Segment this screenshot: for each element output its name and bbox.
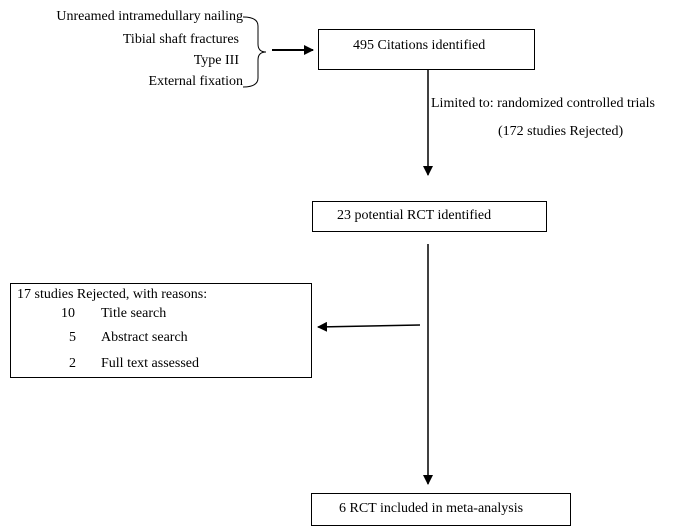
limit-rejected-label: (172 studies Rejected)	[498, 124, 624, 139]
search-term-1: Unreamed intramedullary nailing	[56, 9, 243, 24]
potential-rct-label: 23 potential RCT identified	[337, 208, 492, 223]
rejected-studies-box: 17 studies Rejected, with reasons: 10 Ti…	[10, 283, 312, 378]
reason-count: 10	[61, 306, 75, 321]
search-term-2: Tibial shaft fractures	[122, 32, 239, 47]
citations-identified-label: 495 Citations identified	[353, 38, 486, 53]
reason-label: Full text assessed	[101, 356, 199, 371]
citations-identified-box: 495 Citations identified	[318, 29, 535, 70]
included-rct-box: 6 RCT included in meta-analysis	[311, 493, 571, 526]
search-term-3: Type III	[193, 53, 239, 68]
arrow-to-rejected	[317, 321, 421, 332]
reason-count: 5	[69, 330, 76, 345]
reason-label: Title search	[101, 306, 167, 321]
included-rct-label: 6 RCT included in meta-analysis	[339, 501, 524, 516]
search-terms-brace	[242, 16, 267, 88]
potential-rct-box: 23 potential RCT identified	[312, 201, 547, 232]
search-term-4: External fixation	[148, 74, 243, 89]
reason-label: Abstract search	[101, 330, 188, 345]
reason-count: 2	[69, 356, 76, 371]
limit-criteria-label: Limited to: randomized controlled trials	[431, 96, 655, 111]
rejected-title: 17 studies Rejected, with reasons:	[17, 287, 208, 302]
